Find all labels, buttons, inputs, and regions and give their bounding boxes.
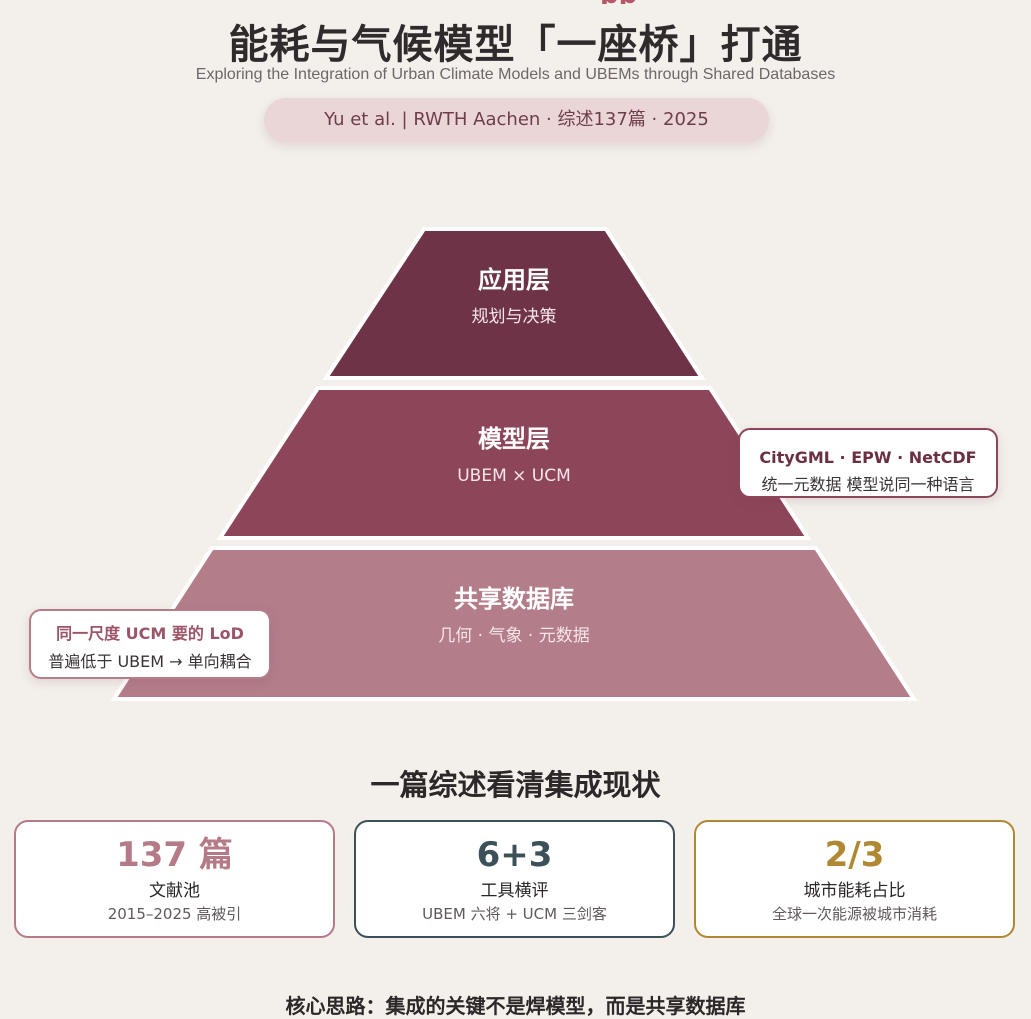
tier-model-title: 模型层 [478, 425, 550, 453]
tier-model-shape [216, 386, 812, 540]
stat-card-energy-share-label: 城市能耗占比 [803, 881, 906, 901]
page-subtitle: Exploring the Integration of Urban Clima… [195, 66, 836, 83]
tier-database-title: 共享数据库 [454, 585, 574, 613]
tier-model-sub: UBEM × UCM [457, 466, 571, 486]
stat-card-energy-share-sub: 全球一次能源被城市消耗 [771, 905, 937, 923]
tier-application: 应用层 规划与决策 [314, 265, 714, 329]
stat-card-literature: 137 篇 文献池 2015–2025 高被引 [14, 820, 335, 938]
tier-application-shape [322, 227, 706, 380]
page-title: 能耗与气候模型「一座桥」打通 [228, 22, 803, 68]
stat-card-energy-share-value: 2/3 [824, 835, 885, 875]
callout-data-formats-sub: 统一元数据 模型说同一种语言 [761, 475, 975, 494]
callout-data-formats: CityGML · EPW · NetCDF 统一元数据 模型说同一种语言 [738, 428, 998, 498]
tier-model: 模型层 UBEM × UCM [314, 424, 714, 488]
callout-lod-sub: 普遍低于 UBEM → 单向耦合 [48, 652, 252, 671]
section-title: 一篇综述看清集成现状 [370, 768, 661, 802]
callout-data-formats-title: CityGML · EPW · NetCDF [759, 448, 977, 467]
clipped-heading-fragment: pp [600, 0, 880, 4]
tier-application-title: 应用层 [478, 266, 550, 294]
stat-card-literature-value: 137 篇 [116, 835, 233, 875]
meta-pill: Yu et al. | RWTH Aachen · 综述137篇 · 2025 [264, 98, 769, 142]
tier-database-sub: 几何 · 气象 · 元数据 [438, 626, 590, 646]
stat-card-literature-label: 文献池 [149, 881, 200, 901]
callout-lod-title: 同一尺度 UCM 要的 LoD [56, 624, 244, 643]
stat-card-tools: 6+3 工具横评 UBEM 六将 + UCM 三剑客 [354, 820, 675, 938]
callout-lod: 同一尺度 UCM 要的 LoD 普遍低于 UBEM → 单向耦合 [29, 609, 271, 679]
footer-core-idea: 核心思路：集成的关键不是焊模型，而是共享数据库 [285, 994, 746, 1018]
stat-card-tools-value: 6+3 [476, 835, 553, 875]
stat-card-tools-sub: UBEM 六将 + UCM 三剑客 [422, 905, 607, 923]
tier-application-sub: 规划与决策 [471, 307, 557, 327]
pyramid-diagram [110, 227, 918, 701]
stat-card-literature-sub: 2015–2025 高被引 [107, 905, 242, 923]
stat-card-tools-label: 工具横评 [480, 881, 549, 901]
stat-card-energy-share: 2/3 城市能耗占比 全球一次能源被城市消耗 [694, 820, 1015, 938]
tier-database: 共享数据库 几何 · 气象 · 元数据 [314, 584, 714, 648]
